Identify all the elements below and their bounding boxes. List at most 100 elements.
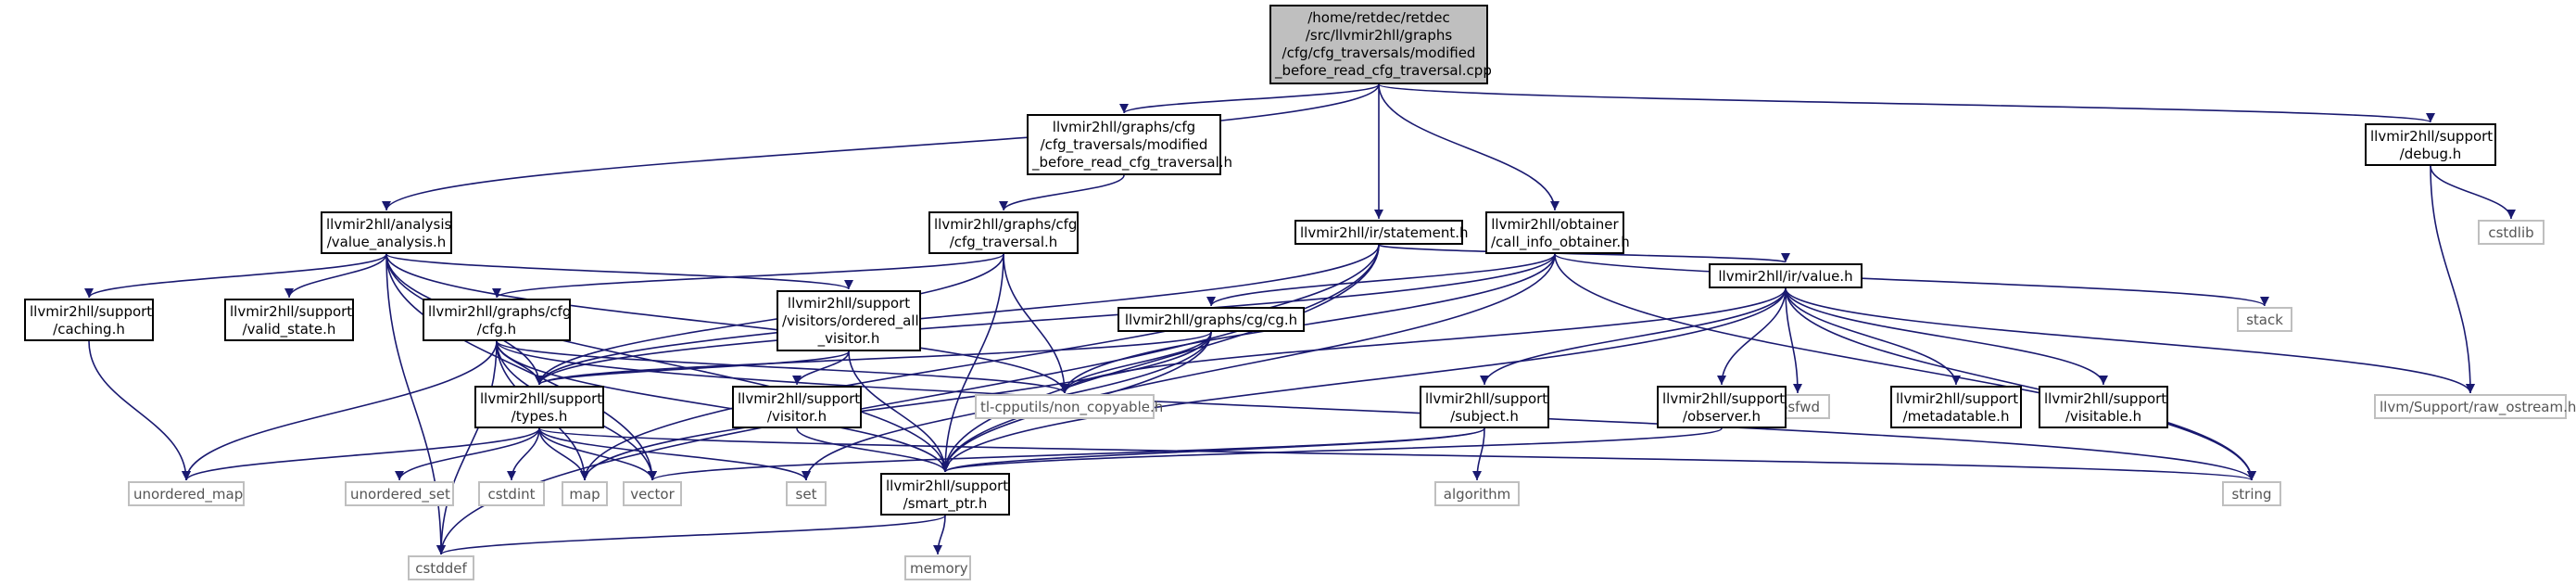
node-label-line: llvmir2hll/graphs/cfg: [428, 303, 572, 320]
node-vector[interactable]: vector: [623, 481, 682, 506]
node-debug-h[interactable]: llvmir2hll/support /debug.h: [2365, 123, 2496, 166]
edge-typesh-to-set: [538, 427, 811, 481]
node-cstddef[interactable]: cstddef: [408, 555, 474, 580]
edge-callinfo-to-stack: [1554, 253, 2269, 307]
edge-callinfo-to-cgh: [1206, 253, 1556, 307]
node-valid-state-h[interactable]: llvmir2hll/support /valid_state.h: [224, 299, 354, 341]
edge-valueh-to-smartptr: [941, 287, 1787, 473]
node-label-line: /call_info_obtainer.h: [1491, 234, 1630, 250]
edge-statement-to-typesh: [535, 244, 1380, 386]
node-label-line: /visitor.h: [766, 408, 827, 425]
node-label-line: cstdlib: [2488, 224, 2534, 241]
node-memory[interactable]: memory: [904, 555, 971, 580]
node-caching-h[interactable]: llvmir2hll/support /caching.h: [24, 299, 154, 341]
node-smart-ptr-h[interactable]: llvmir2hll/support /smart_ptr.h: [880, 473, 1010, 516]
node-cfg-traversal-h[interactable]: llvmir2hll/graphs/cfg /cfg_traversal.h: [928, 211, 1079, 254]
edge-orderedall-to-smartptr: [848, 350, 950, 473]
node-unordered-map[interactable]: unordered_map: [128, 481, 245, 506]
edge-typesh-to-cstdint: [507, 427, 540, 481]
edge-smartptr-to-memory: [933, 515, 946, 555]
node-root-modified-before-read-cfg-traversal-cpp[interactable]: /home/retdec/retdec /src/llvmir2hll/grap…: [1269, 5, 1492, 84]
edge-typesh-to-map: [538, 427, 589, 481]
edge-typesh-to-umap: [182, 427, 540, 481]
node-types-h[interactable]: llvmir2hll/support /types.h: [474, 386, 604, 428]
edge-orderedall-to-visitorh: [792, 350, 850, 386]
edge-callinfo-to-string: [1554, 253, 2256, 481]
node-cfg-h[interactable]: llvmir2hll/graphs/cfg /cfg.h: [423, 299, 571, 341]
node-observer-h[interactable]: llvmir2hll/support /observer.h: [1657, 386, 1787, 428]
edge-cfgh-to-noncopy: [496, 340, 1069, 394]
node-label-line: map: [569, 486, 600, 503]
node-label-line: /home/retdec/retdec: [1307, 9, 1450, 26]
edge-cfgh-to-smartptr: [496, 340, 950, 473]
node-modified-before-read-cfg-traversal-h[interactable]: llvmir2hll/graphs/cfg /cfg_traversals/mo…: [1027, 114, 1232, 175]
node-label-line: llvmir2hll/graphs/cfg: [934, 216, 1078, 233]
edge-orderedall-to-typesh: [535, 350, 850, 386]
node-label-line: llvmir2hll/support: [30, 303, 153, 320]
node-visitor-h[interactable]: llvmir2hll/support /visitor.h: [732, 386, 862, 428]
node-cstdint[interactable]: cstdint: [478, 481, 545, 506]
node-map[interactable]: map: [562, 481, 608, 506]
node-label-line: cstdint: [487, 486, 536, 503]
node-label-line: llvmir2hll/support: [480, 390, 603, 407]
edge-root-to-callinfo: [1378, 83, 1559, 211]
node-cstdlib[interactable]: cstdlib: [2478, 220, 2544, 245]
node-label-line: llvmir2hll/graphs/cfg: [1052, 119, 1196, 135]
edge-valanalysis-to-orderedall: [385, 253, 853, 290]
node-label-line: memory: [910, 560, 968, 577]
node-algorithm[interactable]: algorithm: [1434, 481, 1520, 506]
node-label-line: llvmir2hll/support: [2370, 128, 2494, 145]
edge-valueh-to-subjecth: [1480, 287, 1787, 386]
node-label-line: unordered_map: [133, 486, 244, 503]
node-label-line: llvmir2hll/graphs/cg/cg.h: [1124, 312, 1298, 328]
node-set[interactable]: set: [786, 481, 827, 506]
edge-statement-to-smartptr: [941, 244, 1380, 473]
node-label-line: unordered_set: [350, 486, 450, 503]
edge-valanalysis-to-cstddef: [385, 253, 446, 555]
node-label-line: llvmir2hll/support: [787, 295, 911, 312]
node-label-line: llvmir2hll/ir/statement.h: [1300, 224, 1469, 241]
edge-typesh-to-string: [538, 427, 2256, 481]
node-cg-h[interactable]: llvmir2hll/graphs/cg/cg.h: [1118, 307, 1305, 332]
node-label-line: set: [795, 486, 817, 503]
node-label-line: llvmir2hll/support: [738, 390, 861, 407]
edge-cfgh-to-string: [496, 340, 2256, 481]
node-label-line: /cfg_traversals/modified: [1040, 136, 1208, 153]
node-string[interactable]: string: [2222, 481, 2281, 506]
node-ordered-all-visitor-h[interactable]: llvmir2hll/support /visitors/ordered_all…: [777, 290, 921, 351]
edge-subjecth-to-algorithm: [1472, 427, 1485, 481]
edge-visitorh-to-smartptr: [796, 427, 950, 473]
node-subject-h[interactable]: llvmir2hll/support /subject.h: [1420, 386, 1549, 428]
edge-valueh-to-iosfwd: [1785, 287, 1802, 394]
node-label-line: llvmir2hll/obtainer: [1491, 216, 1619, 233]
node-value-h[interactable]: llvmir2hll/ir/value.h: [1709, 263, 1863, 288]
node-label-line: /cfg/cfg_traversals/modified: [1282, 45, 1476, 61]
node-call-info-obtainer-h[interactable]: llvmir2hll/obtainer /call_info_obtainer.…: [1485, 211, 1630, 254]
node-label-line: llvm/Support/raw_ostream.h: [2380, 399, 2576, 415]
node-metadatable-h[interactable]: llvmir2hll/support /metadatable.h: [1890, 386, 2022, 428]
node-value-analysis-h[interactable]: llvmir2hll/analysis /value_analysis.h: [321, 211, 452, 254]
edge-cfgh-to-umap: [182, 340, 498, 481]
node-label-line: llvmir2hll/ir/value.h: [1718, 268, 1853, 285]
node-label-line: tl-cpputils/non_copyable.h: [980, 399, 1164, 415]
edge-cgh-to-noncopy: [1060, 331, 1212, 394]
node-non-copyable-h[interactable]: tl-cpputils/non_copyable.h: [975, 394, 1164, 419]
node-label-line: /subject.h: [1450, 408, 1519, 425]
node-label-line: /metadatable.h: [1902, 408, 2010, 425]
node-statement-h[interactable]: llvmir2hll/ir/statement.h: [1294, 220, 1469, 245]
edge-subjecth-to-smartptr: [941, 427, 1485, 473]
node-label-line: /observer.h: [1682, 408, 1762, 425]
node-visitable-h[interactable]: llvmir2hll/support /visitable.h: [2039, 386, 2168, 428]
node-stack[interactable]: stack: [2237, 307, 2292, 332]
node-label-line: /valid_state.h: [242, 321, 336, 338]
node-raw-ostream-h[interactable]: llvm/Support/raw_ostream.h: [2374, 394, 2576, 419]
node-label-line: /cfg.h: [476, 321, 517, 338]
node-label-line: llvmir2hll/support: [230, 303, 353, 320]
edge-typesh-to-uset: [395, 427, 540, 481]
edge-typesh-to-vector: [538, 427, 657, 481]
edge-valueh-to-visitable: [1785, 287, 2108, 386]
node-label-line: /src/llvmir2hll/graphs: [1305, 27, 1453, 44]
node-label-line: stack: [2246, 312, 2283, 328]
edge-valanalysis-to-smartptr: [385, 253, 950, 473]
node-unordered-set[interactable]: unordered_set: [345, 481, 454, 506]
